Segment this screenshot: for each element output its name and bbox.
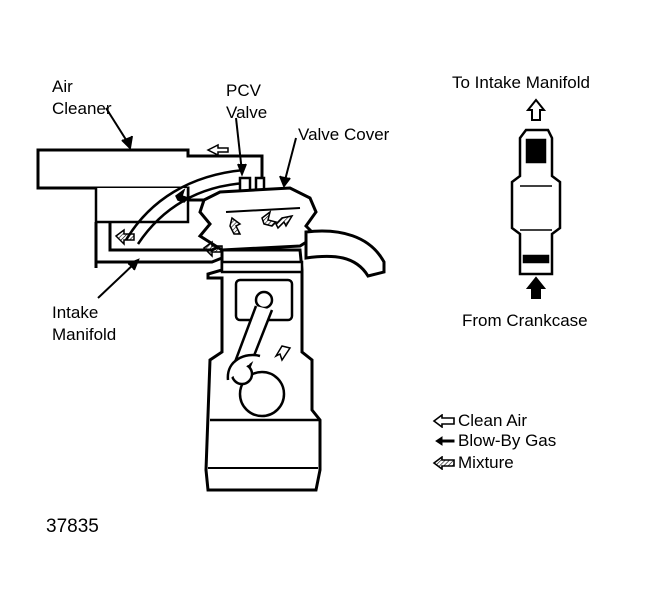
intake-manifold-label-line1: Intake [52, 303, 99, 322]
exhaust-pipe [304, 229, 386, 278]
pcv-valve-detail [510, 128, 562, 276]
to-intake-manifold-label: To Intake Manifold [452, 73, 590, 92]
legend-blow-by-gas-text: Blow-By Gas [458, 431, 557, 450]
valve-cover [197, 186, 319, 252]
pcv-valve-label: PCV Valve [226, 80, 267, 124]
legend-mixture: Mixture [432, 452, 514, 474]
air-cleaner-label-line1: Air [52, 77, 73, 96]
figure-number: 37835 [46, 516, 99, 537]
legend-blow-by-gas: Blow-By Gas [432, 430, 556, 452]
up-arrow-icon [525, 98, 547, 121]
pcv-valve-label-line1: PCV [226, 81, 261, 100]
valve-cover-label: Valve Cover [298, 125, 390, 144]
air-cleaner-label-line2: Cleaner [52, 99, 112, 118]
legend-clean-air-text: Clean Air [458, 411, 527, 430]
intake-manifold-label-line2: Manifold [52, 325, 117, 344]
from-crankcase-label: From Crankcase [462, 311, 588, 330]
hollow-arrow-icon [432, 414, 455, 428]
legend-clean-air: Clean Air [432, 410, 527, 432]
intake-manifold-label: Intake Manifold [52, 302, 116, 346]
legend-mixture-text: Mixture [458, 453, 514, 472]
piston-and-crank [226, 278, 294, 418]
flow-arrows [114, 143, 294, 362]
pcv-valve-label-line2: Valve [226, 103, 268, 122]
intake-manifold [94, 222, 223, 268]
hatched-arrow-icon [432, 456, 455, 470]
air-cleaner-label: Air Cleaner [52, 76, 112, 120]
solid-arrow-icon [435, 436, 455, 446]
leader-lines [97, 107, 297, 299]
crankcase-arrow-icon [525, 276, 547, 299]
